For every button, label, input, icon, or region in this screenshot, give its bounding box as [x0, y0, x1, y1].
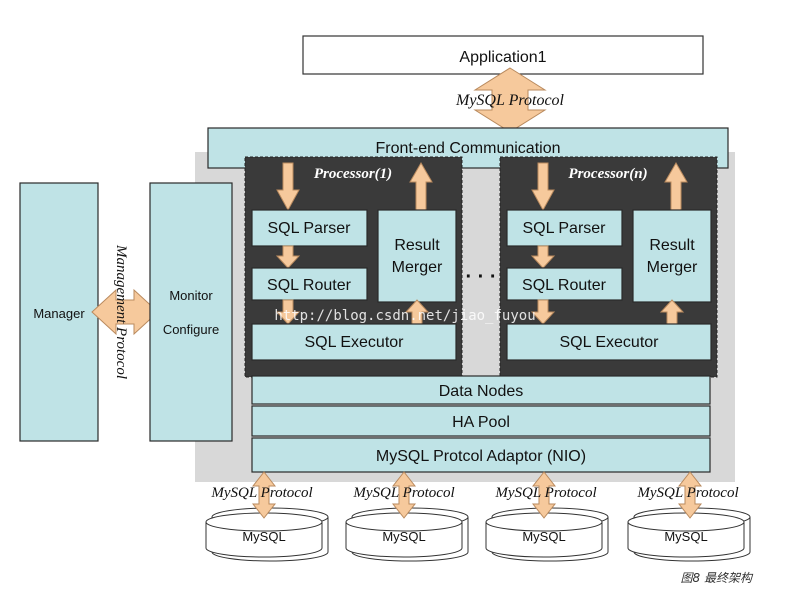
- ellipsis: · · ·: [465, 266, 496, 288]
- mysql-cylinder: [205, 522, 323, 558]
- protocol-label: MySQL Protocol: [210, 485, 312, 501]
- merger-label: Merger: [392, 259, 443, 276]
- protocol-adaptor-label: MySQL Protcol Adaptor (NIO): [376, 448, 586, 465]
- down-arrow: [530, 299, 556, 325]
- sql-executor-box: [251, 323, 457, 361]
- ha-pool-box: [251, 405, 711, 437]
- figure-caption: 图8 最终架构: [681, 571, 754, 585]
- protocol-arrow: [677, 471, 703, 519]
- protocol-arrow: [531, 471, 557, 519]
- protocol-label: MySQL Protocol: [494, 485, 596, 501]
- top-protocol-label: MySQL Protocol: [455, 92, 565, 109]
- protocol-label: MySQL Protocol: [636, 485, 738, 501]
- manager-label: Manager: [33, 306, 85, 321]
- sql-executor-label: SQL Executor: [559, 334, 659, 351]
- processor-1: Processor(1) SQL Parser SQL Router Resul…: [244, 156, 463, 378]
- mysql-cylinder: [485, 522, 603, 558]
- mysql-label: MySQL: [522, 529, 565, 544]
- application-label: Application1: [459, 49, 546, 66]
- processor-title: Processor(1): [314, 166, 392, 182]
- protocol-adaptor-box: [251, 437, 711, 473]
- backend-4: MySQL MySQL Protocol: [627, 471, 751, 562]
- result-merger-box: [377, 209, 457, 303]
- configure-label: Configure: [163, 322, 219, 337]
- sql-executor-label: SQL Executor: [304, 334, 404, 351]
- sql-executor-box: [506, 323, 712, 361]
- monitor-configure-box: [149, 182, 233, 442]
- application-box: [302, 35, 704, 75]
- up-arrow: [659, 299, 685, 325]
- sql-router-box: [251, 267, 368, 301]
- backend-1: MySQL MySQL Protocol: [205, 471, 329, 562]
- down-arrow: [530, 245, 556, 269]
- mysql-label: MySQL: [242, 529, 285, 544]
- up-arrow: [404, 299, 430, 325]
- manager-box: [19, 182, 99, 442]
- management-protocol-label: Management Protocol: [113, 244, 129, 379]
- monitor-label: Monitor: [169, 288, 213, 303]
- sql-router-box: [506, 267, 623, 301]
- mysql-cylinder: [345, 522, 463, 558]
- sql-parser-box: [251, 209, 368, 247]
- backend-2: MySQL MySQL Protocol: [345, 471, 469, 562]
- result-label: Result: [394, 237, 440, 254]
- frontend-label: Front-end Communication: [376, 140, 561, 157]
- watermark-text: http://blog.csdn.net/jiao_fuyou: [274, 308, 535, 324]
- ha-pool-label: HA Pool: [452, 414, 510, 431]
- protocol-label: MySQL Protocol: [352, 485, 454, 501]
- sql-router-label: SQL Router: [522, 277, 607, 294]
- processor-title: Processor(n): [568, 166, 647, 182]
- up-arrow: [409, 162, 433, 211]
- up-arrow: [664, 162, 688, 211]
- data-nodes-label: Data Nodes: [439, 383, 524, 400]
- mysql-cylinder: [627, 522, 745, 558]
- down-arrow: [275, 245, 301, 269]
- result-merger-box: [632, 209, 712, 303]
- backend-3: MySQL MySQL Protocol: [485, 471, 609, 562]
- mysql-label: MySQL: [382, 529, 425, 544]
- sql-parser-label: SQL Parser: [523, 220, 607, 237]
- sql-parser-label: SQL Parser: [268, 220, 352, 237]
- protocol-arrow: [391, 471, 417, 519]
- down-arrow: [275, 299, 301, 325]
- down-arrow: [276, 162, 300, 212]
- protocol-arrow: [251, 471, 277, 519]
- processor-n: Processor(n) SQL Parser SQL Router Resul…: [499, 156, 718, 378]
- down-arrow: [531, 162, 555, 212]
- mysql-label: MySQL: [664, 529, 707, 544]
- sql-parser-box: [506, 209, 623, 247]
- data-nodes-box: [251, 375, 711, 405]
- result-label: Result: [649, 237, 695, 254]
- sql-router-label: SQL Router: [267, 277, 352, 294]
- merger-label: Merger: [647, 259, 698, 276]
